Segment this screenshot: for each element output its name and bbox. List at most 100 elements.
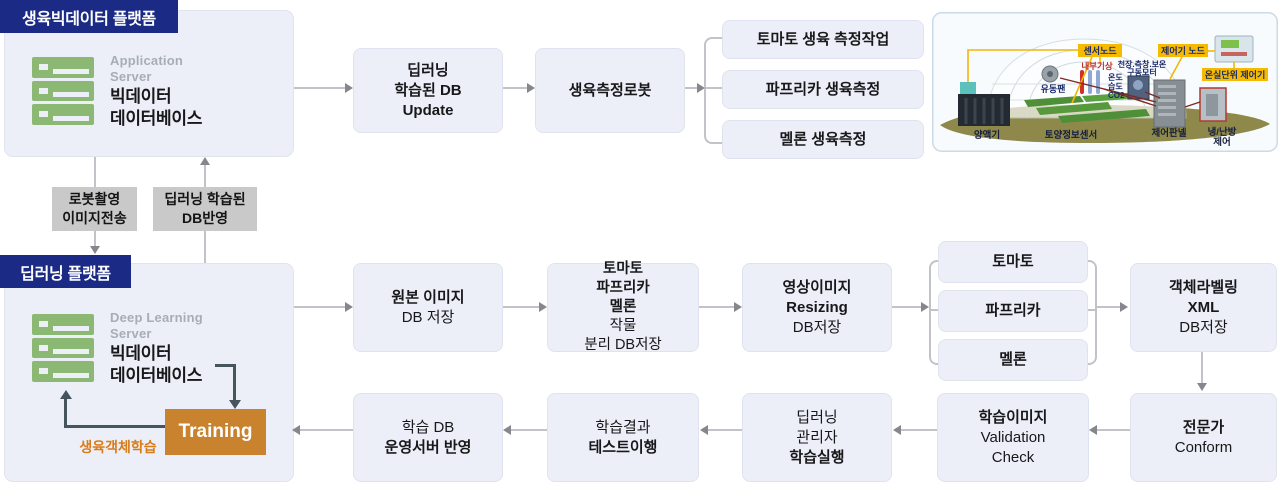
growth-bigdata-platform-tab: 생육빅데이터 플랫폼 [0,0,178,33]
crop-paprika-label: 파프리카 [985,302,1041,319]
greenhouse-photo: 센서노드 제어기 노드 온실단위 제어기 내부기상 천장.측창.보온 구동모터 … [932,12,1278,152]
server-type-line2: Server [110,69,152,84]
nutrient-label: 양액기 [974,129,1000,141]
thermometer-icons [1080,70,1100,94]
arrow-origin-to-separate [501,306,539,308]
arrow-platform-to-update [292,87,345,89]
sensor-node-chip [1078,44,1122,57]
labeling-line1: 객체라벨링 [1168,278,1238,296]
db-apply-line1: 딥러닝 학습된 [164,191,246,207]
tomato-measure-label: 토마토 생육 측정작업 [756,30,890,48]
resizing-line1: 영상이미지 [782,278,852,296]
box-expert-conform: 전문가 Conform [1130,393,1277,482]
validation-line3: Check [991,448,1035,466]
arrowhead-right-icon [345,302,353,312]
sensor-node-label: 센서노드 [1083,45,1117,56]
labeling-line2: XML [1187,298,1220,316]
melon-measure-label: 멜론 생육측정 [779,130,867,148]
motor-label-line1: 천장.측창.보온 [1118,59,1167,69]
box-dl-db-update: 딥러닝 학습된 DB Update [353,48,503,133]
arrow-resizing-to-crops [890,306,921,308]
dl-db-update-line1: 딥러닝 [407,61,449,79]
arrowhead-up-icon [60,390,72,399]
arrow-conform-to-validation [1097,429,1130,431]
indoor-weather-label: 내부기상 [1081,61,1112,71]
dl-db-update-line3: Update [402,101,454,119]
arrowhead-right-icon [1120,302,1128,312]
arrowhead-down-icon [229,400,241,409]
arrowhead-right-icon [527,83,535,93]
arrowhead-left-icon [292,425,300,435]
box-deploy-db: 학습 DB 운영서버 반영 [353,393,503,482]
arrow-test-to-deploy [511,429,547,431]
box-growth-robot: 생육측정로봇 [535,48,685,133]
growth-robot-label: 생육측정로봇 [568,81,652,99]
separate-line1: 토마토 [602,261,644,277]
dl-db-name-line2: 데이터베이스 [110,366,203,385]
arrowhead-left-icon [1089,425,1097,435]
crop-tomato-label: 토마토 [992,253,1034,270]
robot-transfer-line1: 로봇촬영 [68,191,121,207]
box-crop-tomato: 토마토 [938,241,1088,283]
arrow-separate-to-resizing [697,306,734,308]
exec-line3: 학습실행 [789,448,845,466]
box-object-labeling: 객체라벨링 XML DB저장 [1130,263,1277,352]
box-db-apply: 딥러닝 학습된 DB반영 [153,187,257,231]
resizing-line3: DB저장 [792,318,842,336]
training-return-horizontal [64,425,165,428]
labeling-line3: DB저장 [1179,318,1228,336]
box-resizing: 영상이미지 Resizing DB저장 [742,263,892,352]
unit-controller-chip [1202,68,1268,81]
bracket-crops-left [929,260,940,365]
separate-line3-bold: 멜론 [609,299,637,315]
training-elbow-horizontal [215,364,236,367]
test-line1: 학습결과 [595,418,651,436]
box-crop-melon: 멜론 [938,339,1088,381]
application-server-text: Application Server 빅데이터 데이터베이스 [110,53,280,129]
box-validation-check: 학습이미지 Validation Check [937,393,1089,482]
arrow-exec-to-test [708,429,742,431]
dl-server-type-line2: Server [110,326,152,341]
arrow-crops-to-labeling [1095,306,1120,308]
deploy-line1: 학습 DB [401,418,455,436]
nutrient-machine [960,82,976,95]
hvac-label-line1: 냉/난방 [1208,126,1237,138]
deep-learning-platform-title: 딥러닝 플랫폼 [20,265,111,283]
crop-melon-label: 멜론 [999,351,1027,368]
exec-line1: 딥러닝 [796,408,838,426]
controller-node-label: 제어기 노드 [1161,45,1206,56]
arrow-platform-to-origin [292,306,345,308]
box-robot-image-transfer: 로봇촬영 이미지전송 [52,187,137,231]
separate-line4: 분리 DB저장 [584,337,662,353]
bracket-crops-right [1086,260,1097,365]
growth-bigdata-platform-title: 생육빅데이터 플랫폼 [22,10,156,28]
arrowhead-right-icon [734,302,742,312]
dl-db-name-line1: 빅데이터 [110,344,172,363]
crop-row [1024,96,1084,107]
arrowhead-right-icon [921,302,929,312]
arrowhead-down-icon [1197,383,1207,391]
box-origin-image: 원본 이미지 DB 저장 [353,263,503,352]
separate-line2: 파프리카 [596,280,650,296]
db-name-line1: 빅데이터 [110,87,172,106]
dl-server-type-line1: Deep Learning [110,310,203,325]
yellow-connector-lines [967,49,1235,104]
server-type-line1: Application [110,53,183,68]
co2-label: CO2 [1108,91,1125,100]
arrow-update-to-robot [501,87,527,89]
bracket-targets-midstub [704,87,722,89]
box-crop-separate: 토마토 파프리카 멜론 작물 분리 DB저장 [547,261,699,353]
validation-line1: 학습이미지 [978,408,1048,426]
arrowhead-right-icon [345,83,353,93]
humidity-label: 습도 [1108,81,1123,91]
deploy-line2: 운영서버 반영 [384,438,472,456]
test-line2: 테스트이행 [588,438,658,456]
validation-line2: Validation [980,428,1046,446]
deep-learning-server-text: Deep Learning Server 빅데이터 데이터베이스 [110,310,280,386]
box-crop-paprika: 파프리카 [938,290,1088,332]
control-panel-label: 제어판넬 [1152,127,1187,139]
application-server-icon [32,57,94,126]
training-return-vertical [64,398,67,428]
bracket-targets [704,37,724,144]
